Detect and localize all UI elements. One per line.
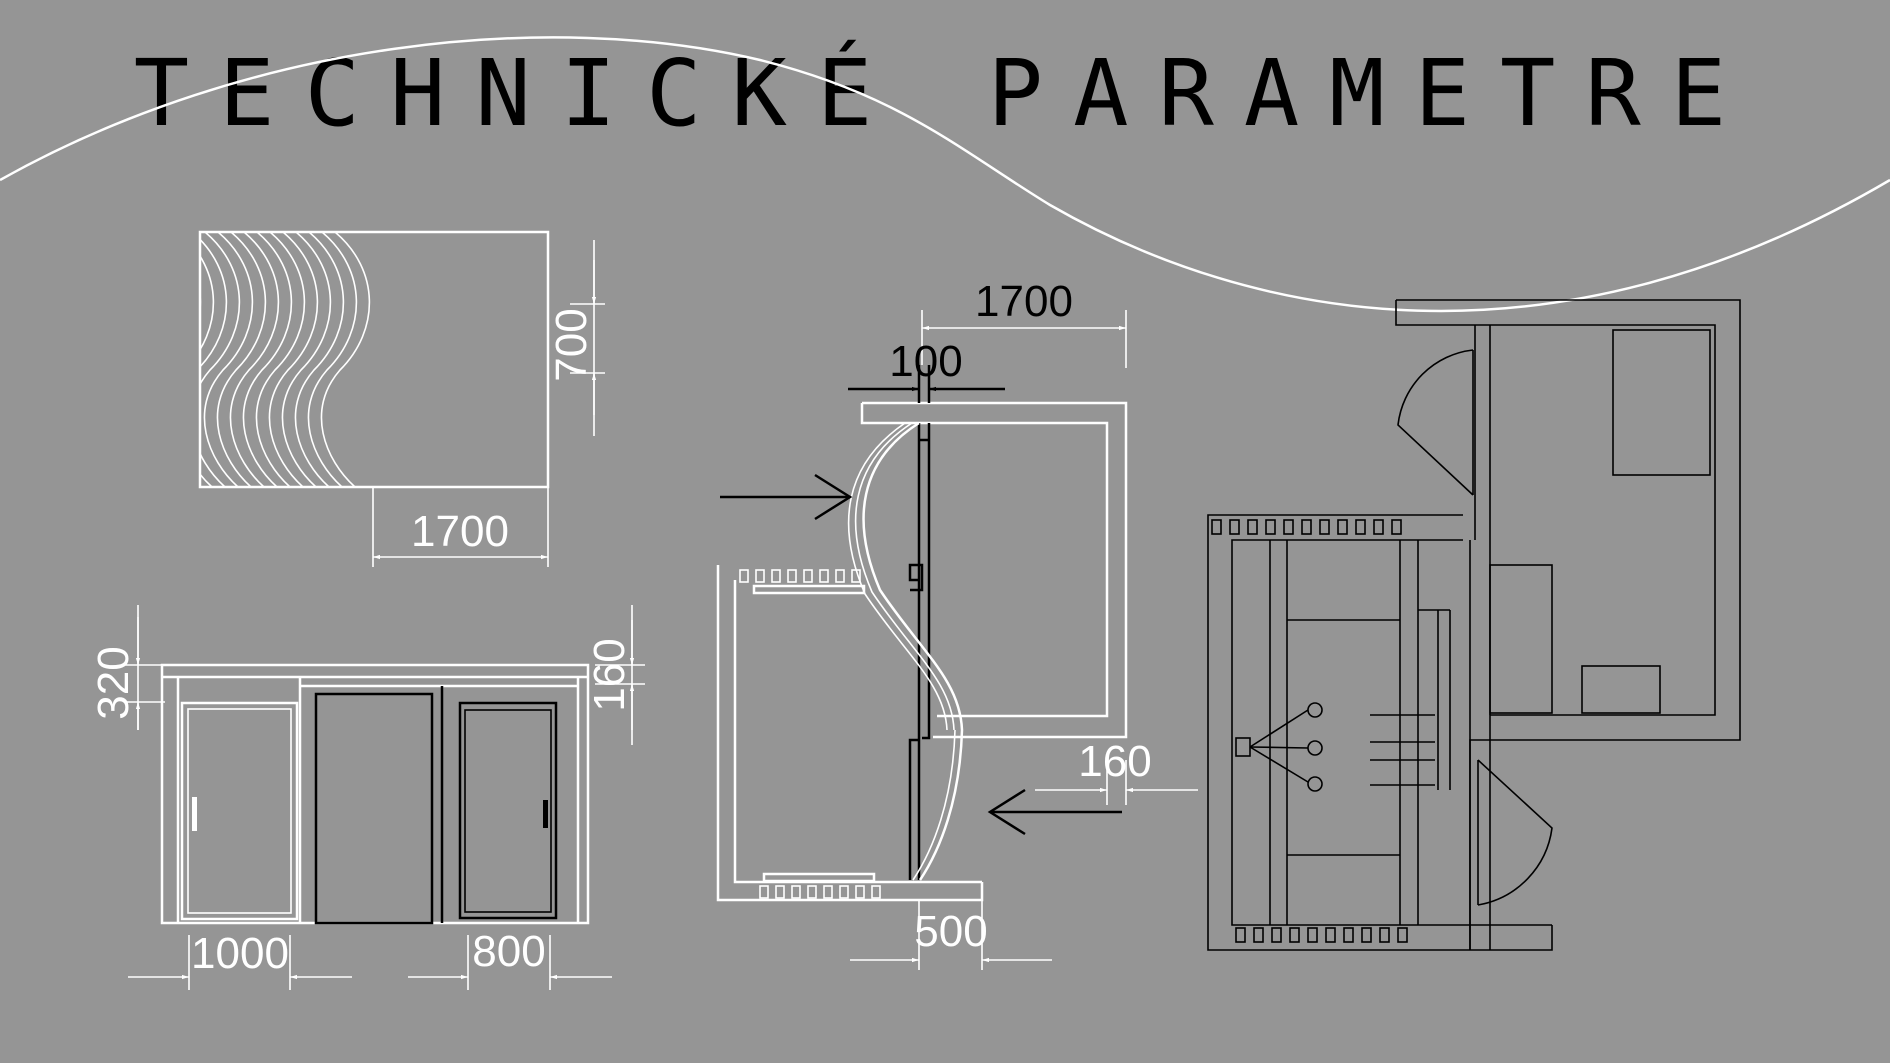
dimension-plan-side: 160 xyxy=(1078,737,1151,786)
dimension-top-depth: 700 xyxy=(547,308,596,381)
dimension-front-top-right: 160 xyxy=(585,638,634,711)
dimension-plan-wall: 100 xyxy=(889,337,962,386)
decorative-wave xyxy=(0,36,1890,313)
dimension-top-width: 1700 xyxy=(411,507,509,556)
front-view-drawing: 320 160 1000 800 xyxy=(89,605,645,990)
floor-plan-drawing xyxy=(1207,299,1741,951)
crenellation-strip-dark xyxy=(1211,519,1408,943)
dimension-front-door-left: 1000 xyxy=(191,929,289,978)
top-view-drawing: 700 1700 xyxy=(198,230,605,567)
dimension-front-top-left: 320 xyxy=(89,646,138,719)
dimension-front-door-right: 800 xyxy=(472,927,545,976)
plan-view-drawing: 1700 100 160 500 xyxy=(716,277,1198,970)
dimension-plan-bottom: 500 xyxy=(914,907,987,956)
dimension-plan-width: 1700 xyxy=(975,277,1073,326)
crenellation-strip xyxy=(739,569,881,899)
